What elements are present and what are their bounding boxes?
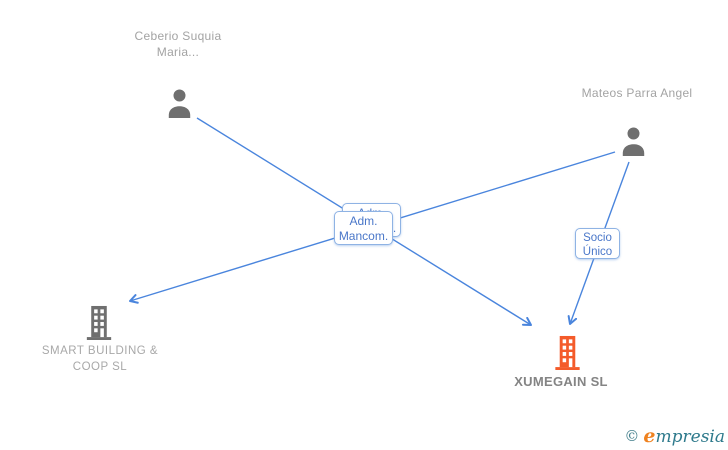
empresia-logo[interactable]: ©empresia [624,425,725,447]
socio-unico-line2: Único [582,246,613,258]
edge-label-socio-unico[interactable]: Socio Único [575,228,620,259]
socio-unico-line1: Socio [583,232,612,244]
node-company-smart[interactable] [85,305,113,345]
person-mateos-line2: Parra Angel [626,86,693,100]
person-ceberio-line1: Ceberio [134,29,179,43]
company-smart-line1: SMART [41,345,85,357]
building-icon [555,335,580,370]
person-icon [168,89,191,118]
node-label-company-smart: SMART BUILDING & COOP SL [40,344,160,375]
person-ceberio-line3: Maria... [156,44,200,59]
copyright-icon: © [624,427,640,445]
person-icon [622,127,645,156]
building-icon [86,305,112,340]
company-xumegain-label: XUMEGAIN SL [514,374,608,389]
brand-first-letter: e [643,425,656,447]
person-ceberio-line2: Suquia [182,29,222,43]
node-person-mateos[interactable] [620,126,647,161]
brand-name: mpresia [655,427,726,447]
node-company-xumegain[interactable] [553,335,582,375]
company-smart-line2: BUILDING & [87,345,159,357]
node-label-company-xumegain: XUMEGAIN SL [501,374,621,389]
adm-mancom-line1: Adm. [349,214,378,228]
node-label-person-ceberio: Ceberio Suquia Maria... [118,29,238,60]
company-smart-line3: COOP SL [72,360,128,373]
edge-label-adm-mancom[interactable]: Adm. Mancom. [334,211,393,245]
person-mateos-line1: Mateos [581,86,623,100]
node-label-person-mateos: Mateos Parra Angel [577,86,697,102]
adm-mancom-line2: Mancom. [338,229,389,243]
node-person-ceberio[interactable] [166,88,193,123]
